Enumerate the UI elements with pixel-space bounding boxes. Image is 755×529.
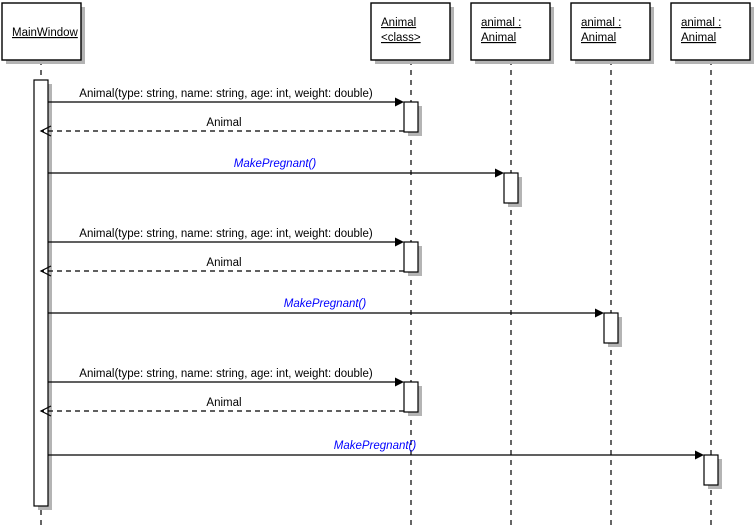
message-msg-return-2[interactable]: Animal [39,257,404,277]
message-label: Animal [206,397,241,409]
lifeline-head-box [670,2,751,61]
message-label: Animal(type: string, name: string, age: … [79,88,373,100]
message-arrowhead-filled [395,377,404,387]
message-msg-pregnant-1[interactable]: MakePregnant() [48,158,504,178]
activation-box [403,241,419,273]
activation-box [403,381,419,413]
activation-act-pregnant-1[interactable] [503,172,522,207]
message-label: MakePregnant() [334,440,417,452]
lifeline-head-animal-class[interactable]: Animal <class> [370,2,454,64]
message-msg-ctor-2[interactable]: Animal(type: string, name: string, age: … [48,228,404,247]
message-msg-pregnant-3[interactable]: MakePregnant() [48,440,704,460]
message-msg-return-3[interactable]: Animal [39,397,404,417]
message-arrowhead-filled [495,168,504,178]
message-msg-pregnant-2[interactable]: MakePregnant() [48,298,604,318]
message-arrowhead-open [39,125,52,137]
activation-box [33,79,49,507]
activations-layer [33,79,722,510]
lifeline-name-line1: animal : [681,17,721,29]
lifeline-name-line2: Animal [681,32,716,44]
messages-layer: Animal(type: string, name: string, age: … [39,88,704,460]
lifeline-head-animal-instance-2[interactable]: animal : Animal [570,2,654,64]
lifeline-name-line2: Animal [581,32,616,44]
message-arrowhead-filled [395,97,404,107]
lifeline-name-line1: animal : [481,17,521,29]
message-label: MakePregnant() [284,298,367,310]
lifeline-head-mainwindow[interactable]: MainWindow [1,2,85,64]
lifeline-head-animal-instance-3[interactable]: animal : Animal [670,2,754,64]
message-msg-ctor-1[interactable]: Animal(type: string, name: string, age: … [48,88,404,107]
lifeline-name-line1: MainWindow [12,27,79,39]
message-arrowhead-filled [395,237,404,247]
message-msg-ctor-3[interactable]: Animal(type: string, name: string, age: … [48,368,404,387]
lifeline-head-box [370,2,451,61]
message-label: Animal [206,257,241,269]
message-msg-return-1[interactable]: Animal [39,117,404,137]
activation-box [403,101,419,133]
activation-act-pregnant-2[interactable] [603,312,622,347]
activation-box [503,172,519,204]
message-arrowhead-filled [595,308,604,318]
message-label: Animal(type: string, name: string, age: … [79,368,373,380]
activation-box [703,454,719,486]
activation-act-pregnant-3[interactable] [703,454,722,489]
activation-act-mainwindow[interactable] [33,79,52,510]
message-label: Animal(type: string, name: string, age: … [79,228,373,240]
message-label: Animal [206,117,241,129]
lifeline-head-box [570,2,651,61]
message-label: MakePregnant() [234,158,317,170]
lifeline-name-line2: <class> [381,32,421,44]
activation-act-ctor-3[interactable] [403,381,422,416]
lifeline-head-box [470,2,551,61]
lifeline-name-line1: animal : [581,17,621,29]
message-arrowhead-filled [695,450,704,460]
lifeline-name-line2: Animal [481,32,516,44]
message-arrowhead-open [39,265,52,277]
activation-act-ctor-2[interactable] [403,241,422,276]
lifelines-layer [40,60,712,529]
lifeline-head-box [1,2,82,61]
activation-act-ctor-1[interactable] [403,101,422,136]
lifeline-name-line1: Animal [381,17,416,29]
activation-box [603,312,619,344]
lifeline-head-animal-instance-1[interactable]: animal : Animal [470,2,554,64]
message-arrowhead-open [39,405,52,417]
